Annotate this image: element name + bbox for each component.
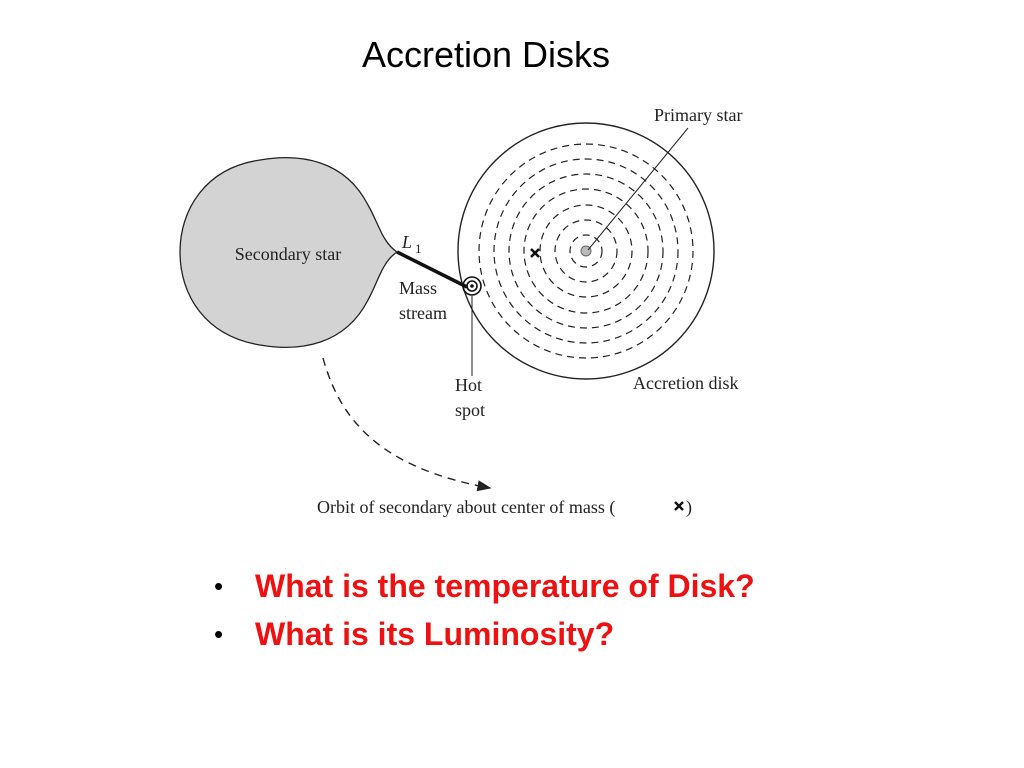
orbit-caption-text: Orbit of secondary about center of mass … [317, 497, 615, 518]
primary-star-label: Primary star [654, 105, 742, 125]
l1-main: L [401, 232, 412, 252]
question-item: • What is its Luminosity? [214, 610, 755, 658]
l1-label: L [401, 232, 412, 252]
bullet-dot-icon: • [214, 610, 223, 658]
accretion-disk-label: Accretion disk [633, 373, 738, 393]
secondary-star-label: Secondary star [235, 244, 341, 264]
orbit-caption-end: ) [686, 497, 692, 518]
l1-subscript: 1 [415, 241, 422, 256]
question-list: • What is the temperature of Disk? • Wha… [214, 562, 755, 658]
spot-label: spot [455, 400, 485, 420]
stream-label: stream [399, 303, 447, 323]
question-text: What is its Luminosity? [255, 616, 614, 652]
question-item: • What is the temperature of Disk? [214, 562, 755, 610]
hot-label: Hot [455, 375, 482, 395]
orbit-caption-x-icon [675, 502, 683, 510]
center-of-mass-marker [531, 249, 539, 257]
question-text: What is the temperature of Disk? [255, 568, 755, 604]
orbit-caption: Orbit of secondary about center of mass … [317, 497, 615, 518]
mass-label: Mass [399, 278, 437, 298]
bullet-dot-icon: • [214, 562, 223, 610]
